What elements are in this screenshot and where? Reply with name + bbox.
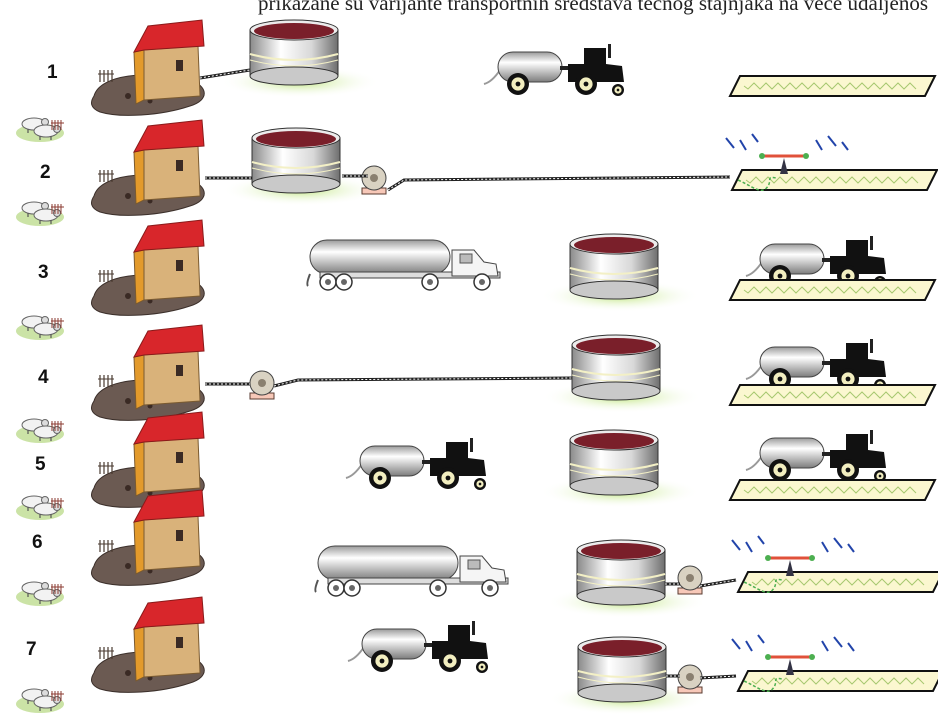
pipeline bbox=[699, 578, 737, 588]
storage-tank bbox=[542, 334, 702, 413]
pump-icon bbox=[361, 165, 387, 195]
tractor-tanker bbox=[347, 621, 488, 673]
sheep-icon bbox=[16, 495, 64, 520]
farm-icon bbox=[91, 19, 205, 116]
row-3: 3 bbox=[16, 219, 937, 340]
tractor-tanker bbox=[745, 339, 886, 391]
sheep-icon bbox=[16, 117, 64, 142]
storage-tank bbox=[540, 429, 700, 508]
tractor-tanker bbox=[745, 236, 886, 288]
storage-tank bbox=[540, 233, 700, 312]
caption-text: prikazane su varijante transportnih sred… bbox=[258, 0, 928, 15]
row-number: 5 bbox=[35, 454, 46, 475]
field-plot bbox=[728, 384, 937, 406]
tractor-tanker bbox=[483, 44, 624, 96]
row-number: 3 bbox=[38, 262, 49, 283]
farm-icon bbox=[91, 119, 205, 216]
sprinkler-field bbox=[731, 535, 938, 593]
row-number: 4 bbox=[38, 367, 49, 388]
sheep-icon bbox=[16, 688, 64, 713]
farm-icon bbox=[91, 489, 205, 586]
pipeline-pattern bbox=[199, 69, 251, 79]
pump-icon bbox=[677, 565, 703, 595]
sprinkler-field bbox=[725, 133, 938, 191]
pipeline-pattern bbox=[387, 176, 731, 191]
storage-tank bbox=[222, 127, 382, 206]
row-4: 4 bbox=[16, 324, 937, 443]
row-2: 2 bbox=[16, 119, 938, 226]
farm-icon bbox=[91, 219, 205, 316]
truck-tanker bbox=[314, 545, 509, 597]
storage-tank bbox=[548, 636, 708, 715]
row-number: 2 bbox=[40, 162, 51, 183]
row-6: 6 bbox=[16, 489, 938, 618]
row-number: 6 bbox=[32, 532, 43, 553]
pipeline-pattern bbox=[273, 377, 573, 387]
sprinkler-field bbox=[731, 634, 938, 692]
field-plot bbox=[728, 75, 937, 97]
tractor-tanker bbox=[345, 438, 486, 490]
pump-icon bbox=[677, 664, 703, 694]
row-5: 5 bbox=[16, 411, 937, 520]
field-plot bbox=[736, 670, 938, 692]
truck-tanker bbox=[306, 239, 501, 291]
field-plot bbox=[736, 571, 938, 593]
row-number: 7 bbox=[26, 639, 37, 660]
field-plot bbox=[730, 169, 938, 191]
sheep-icon bbox=[16, 315, 64, 340]
farm-icon bbox=[91, 324, 205, 421]
row-1: 1 bbox=[16, 19, 937, 142]
storage-tank bbox=[220, 19, 380, 98]
row-7: 7 bbox=[16, 596, 938, 715]
farm-icon bbox=[91, 596, 205, 693]
pump-icon bbox=[249, 370, 275, 400]
sheep-icon bbox=[16, 201, 64, 226]
field-plot bbox=[728, 479, 937, 501]
farm-icon bbox=[91, 411, 205, 508]
sheep-icon bbox=[16, 581, 64, 606]
sheep-icon bbox=[16, 418, 64, 443]
row-number: 1 bbox=[47, 62, 58, 83]
storage-tank bbox=[547, 539, 707, 618]
field-plot bbox=[728, 279, 937, 301]
tractor-tanker bbox=[745, 430, 886, 482]
pipeline bbox=[699, 674, 737, 680]
